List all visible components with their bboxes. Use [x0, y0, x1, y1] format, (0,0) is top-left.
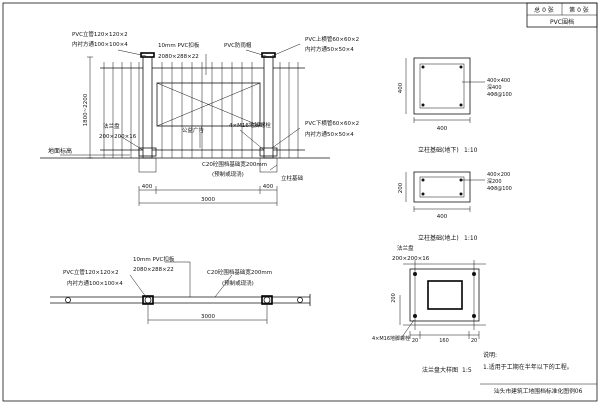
foundation-above-detail: 400 200 400×200 深200 4Φ8@100 立柱基础(地上) 1:…	[398, 171, 512, 242]
flange-label-1: 法兰盘	[103, 122, 120, 130]
fb-width-dim: 400	[437, 126, 448, 132]
left-footing	[138, 157, 157, 173]
flange-dim-b: 160	[439, 338, 449, 344]
plan-board-label-2: 2080×288×22	[133, 267, 174, 273]
beam-label-2: (预制或现浇)	[212, 170, 244, 178]
top-rail-label-1: PVC上横管60×60×2	[305, 35, 359, 43]
top-rail-label-2: 内衬方通50×50×4	[305, 45, 354, 53]
anchor-label: 4×M16地脚螺栓	[229, 121, 271, 129]
plan-board-label-1: 10mm PVC扣板	[133, 255, 175, 263]
dim-400-right: 400	[263, 184, 274, 190]
right-post	[263, 56, 274, 159]
flange-scale: 1:5	[462, 367, 472, 374]
left-post	[142, 56, 153, 159]
fa-title: 立柱基础(地上)	[418, 234, 459, 242]
ad-label: 公益广告	[182, 126, 205, 134]
plan-post-left	[142, 295, 154, 305]
dim-3000: 3000	[201, 197, 215, 203]
fb-title: 立柱基础(地下)	[418, 146, 459, 154]
fa-sub-label: 深200	[487, 178, 502, 185]
flange-detail: 法兰盘 200×200×16 200 20 160 20 4×M16地脚螺栓 法…	[372, 244, 486, 374]
fb-scale: 1:10	[464, 147, 478, 154]
fence-elevation: 地面标高	[40, 30, 359, 206]
fa-rebar: 4Φ8@100	[487, 186, 512, 192]
title-block: 总 0 张 第 0 张 PVC围档	[526, 2, 598, 28]
flange-title: 法兰盘大样图	[422, 366, 458, 374]
ad-panel	[156, 82, 261, 127]
fence-plan: 3000 10mm PVC扣板 2080×288×22 PVC立管120×120…	[50, 255, 311, 324]
board-label-2: 2080×288×22	[158, 54, 199, 60]
post-label-2: 内衬方通100×100×4	[72, 40, 128, 48]
footer-caption: 汕头市建筑工地围档标准化图例06	[494, 387, 583, 395]
fb-size-label: 400×400	[487, 78, 510, 84]
right-flange	[259, 147, 278, 157]
flange-dim-a: 20	[412, 338, 418, 344]
foundation-below-detail: 400 400 400×400 深400 4Φ8@100 立柱基础(地下) 1:…	[398, 57, 512, 154]
plan-post-label-2: 内衬方通100×100×4	[67, 279, 123, 287]
fa-size-label: 400×200	[487, 172, 510, 178]
flange-dim-c: 20	[471, 338, 477, 344]
plan-beam-label-1: C20砼围档基础宽200mm	[207, 268, 272, 276]
drawing-name: PVC围档	[550, 18, 574, 26]
plan-beam-label-2: (预制或现浇)	[222, 279, 254, 287]
dim-400-left: 400	[142, 184, 153, 190]
flange-label-top-1: 法兰盘	[397, 244, 414, 252]
height-dim: 1800~2200	[83, 93, 89, 126]
flange-bolt-label: 4×M16地脚螺栓	[372, 335, 410, 342]
notes-block: 说明: 1.适用于工期在半年以下的工程。 汕头市建筑工地围档标准化图例06	[480, 351, 597, 395]
sheet-total-label: 总 0 张	[534, 6, 554, 14]
flange-label-2: 200×200×16	[99, 134, 137, 140]
fa-width-dim: 400	[437, 214, 448, 220]
fb-sub-label: 深400	[487, 84, 502, 91]
plan-dim-3000: 3000	[201, 314, 215, 320]
flange-label-top-2: 200×200×16	[392, 256, 430, 262]
bottom-rail-label-2: 内衬方通50×50×4	[305, 130, 354, 138]
flange-dim-side: 200	[391, 293, 397, 303]
fa-height-dim: 200	[398, 182, 404, 193]
board-label-1: 10mm PVC扣板	[158, 41, 200, 49]
post-label-1: PVC立管120×120×2	[72, 30, 128, 38]
notes-heading: 说明:	[483, 351, 497, 359]
bottom-rail-label-1: PVC下横管60×60×2	[305, 119, 359, 127]
sheet-no-label: 第 0 张	[569, 6, 589, 14]
base-label: 立柱基础	[281, 174, 304, 182]
beam-label-1: C20砼围档基础宽200mm	[202, 160, 267, 168]
rain-cap-label: PVC防雨帽	[224, 41, 252, 49]
fb-height-dim: 400	[398, 82, 404, 93]
fa-scale: 1:10	[464, 235, 478, 242]
ground-label: 地面标高	[48, 147, 72, 155]
fb-rebar: 4Φ8@100	[487, 92, 512, 98]
notes-line-1: 1.适用于工期在半年以下的工程。	[483, 363, 573, 371]
plan-post-right	[261, 295, 273, 305]
plan-post-label-1: PVC立管120×120×2	[63, 268, 119, 276]
